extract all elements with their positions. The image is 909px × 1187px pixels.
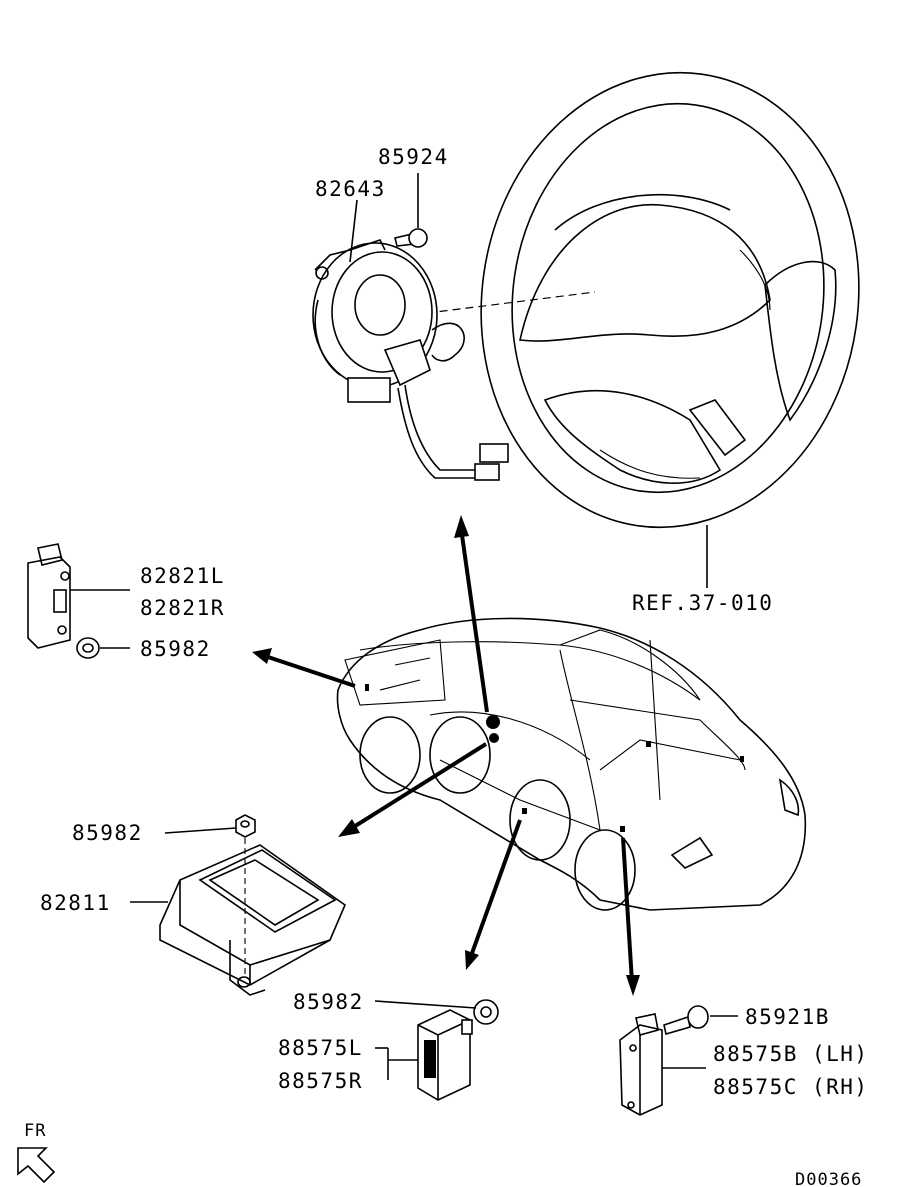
label-clock-spring: 82643 [315, 177, 386, 201]
side-sensor-drawing [417, 1009, 473, 1101]
srs-unit-drawing [159, 838, 346, 996]
label-bolt-rear-sensor: 85921B [745, 1005, 830, 1029]
label-sensor-right: 82821R [140, 596, 225, 620]
label-rear-sensor-rh: 88575C (RH) [713, 1075, 869, 1099]
label-nut-upper: 85982 [140, 637, 211, 661]
label-side-sensor-right: 88575R [278, 1069, 363, 1093]
car-body-drawing [336, 617, 807, 911]
label-sensor-left: 82821L [140, 564, 225, 588]
leader-lines [70, 173, 738, 1080]
steering-wheel-drawing [480, 71, 860, 529]
label-front-indicator: FR [24, 1121, 46, 1141]
label-nut-unit: 85982 [72, 821, 143, 845]
nut-unit-drawing [235, 814, 256, 838]
clock-spring-drawing [312, 239, 509, 481]
screw-85924-drawing [394, 228, 428, 248]
label-side-sensor-left: 88575L [278, 1036, 363, 1060]
location-arrows [252, 515, 640, 996]
steering-axis-line [387, 291, 596, 319]
bolt-85921b-drawing [663, 1005, 709, 1036]
label-nut-side-sensor: 85982 [293, 990, 364, 1014]
nut-side-sensor-drawing [473, 999, 499, 1025]
rear-sensor-drawing [619, 1013, 663, 1116]
front-direction-indicator [17, 1147, 56, 1184]
label-clock-spring-screw: 85924 [378, 145, 449, 169]
label-steering-ref: REF.37-010 [632, 591, 773, 615]
label-rear-sensor-lh: 88575B (LH) [713, 1042, 869, 1066]
label-srs-unit: 82811 [40, 891, 111, 915]
nut-upper-drawing [76, 637, 100, 659]
label-diagram-code: D00366 [795, 1170, 862, 1187]
front-sensor-drawing [27, 543, 71, 649]
